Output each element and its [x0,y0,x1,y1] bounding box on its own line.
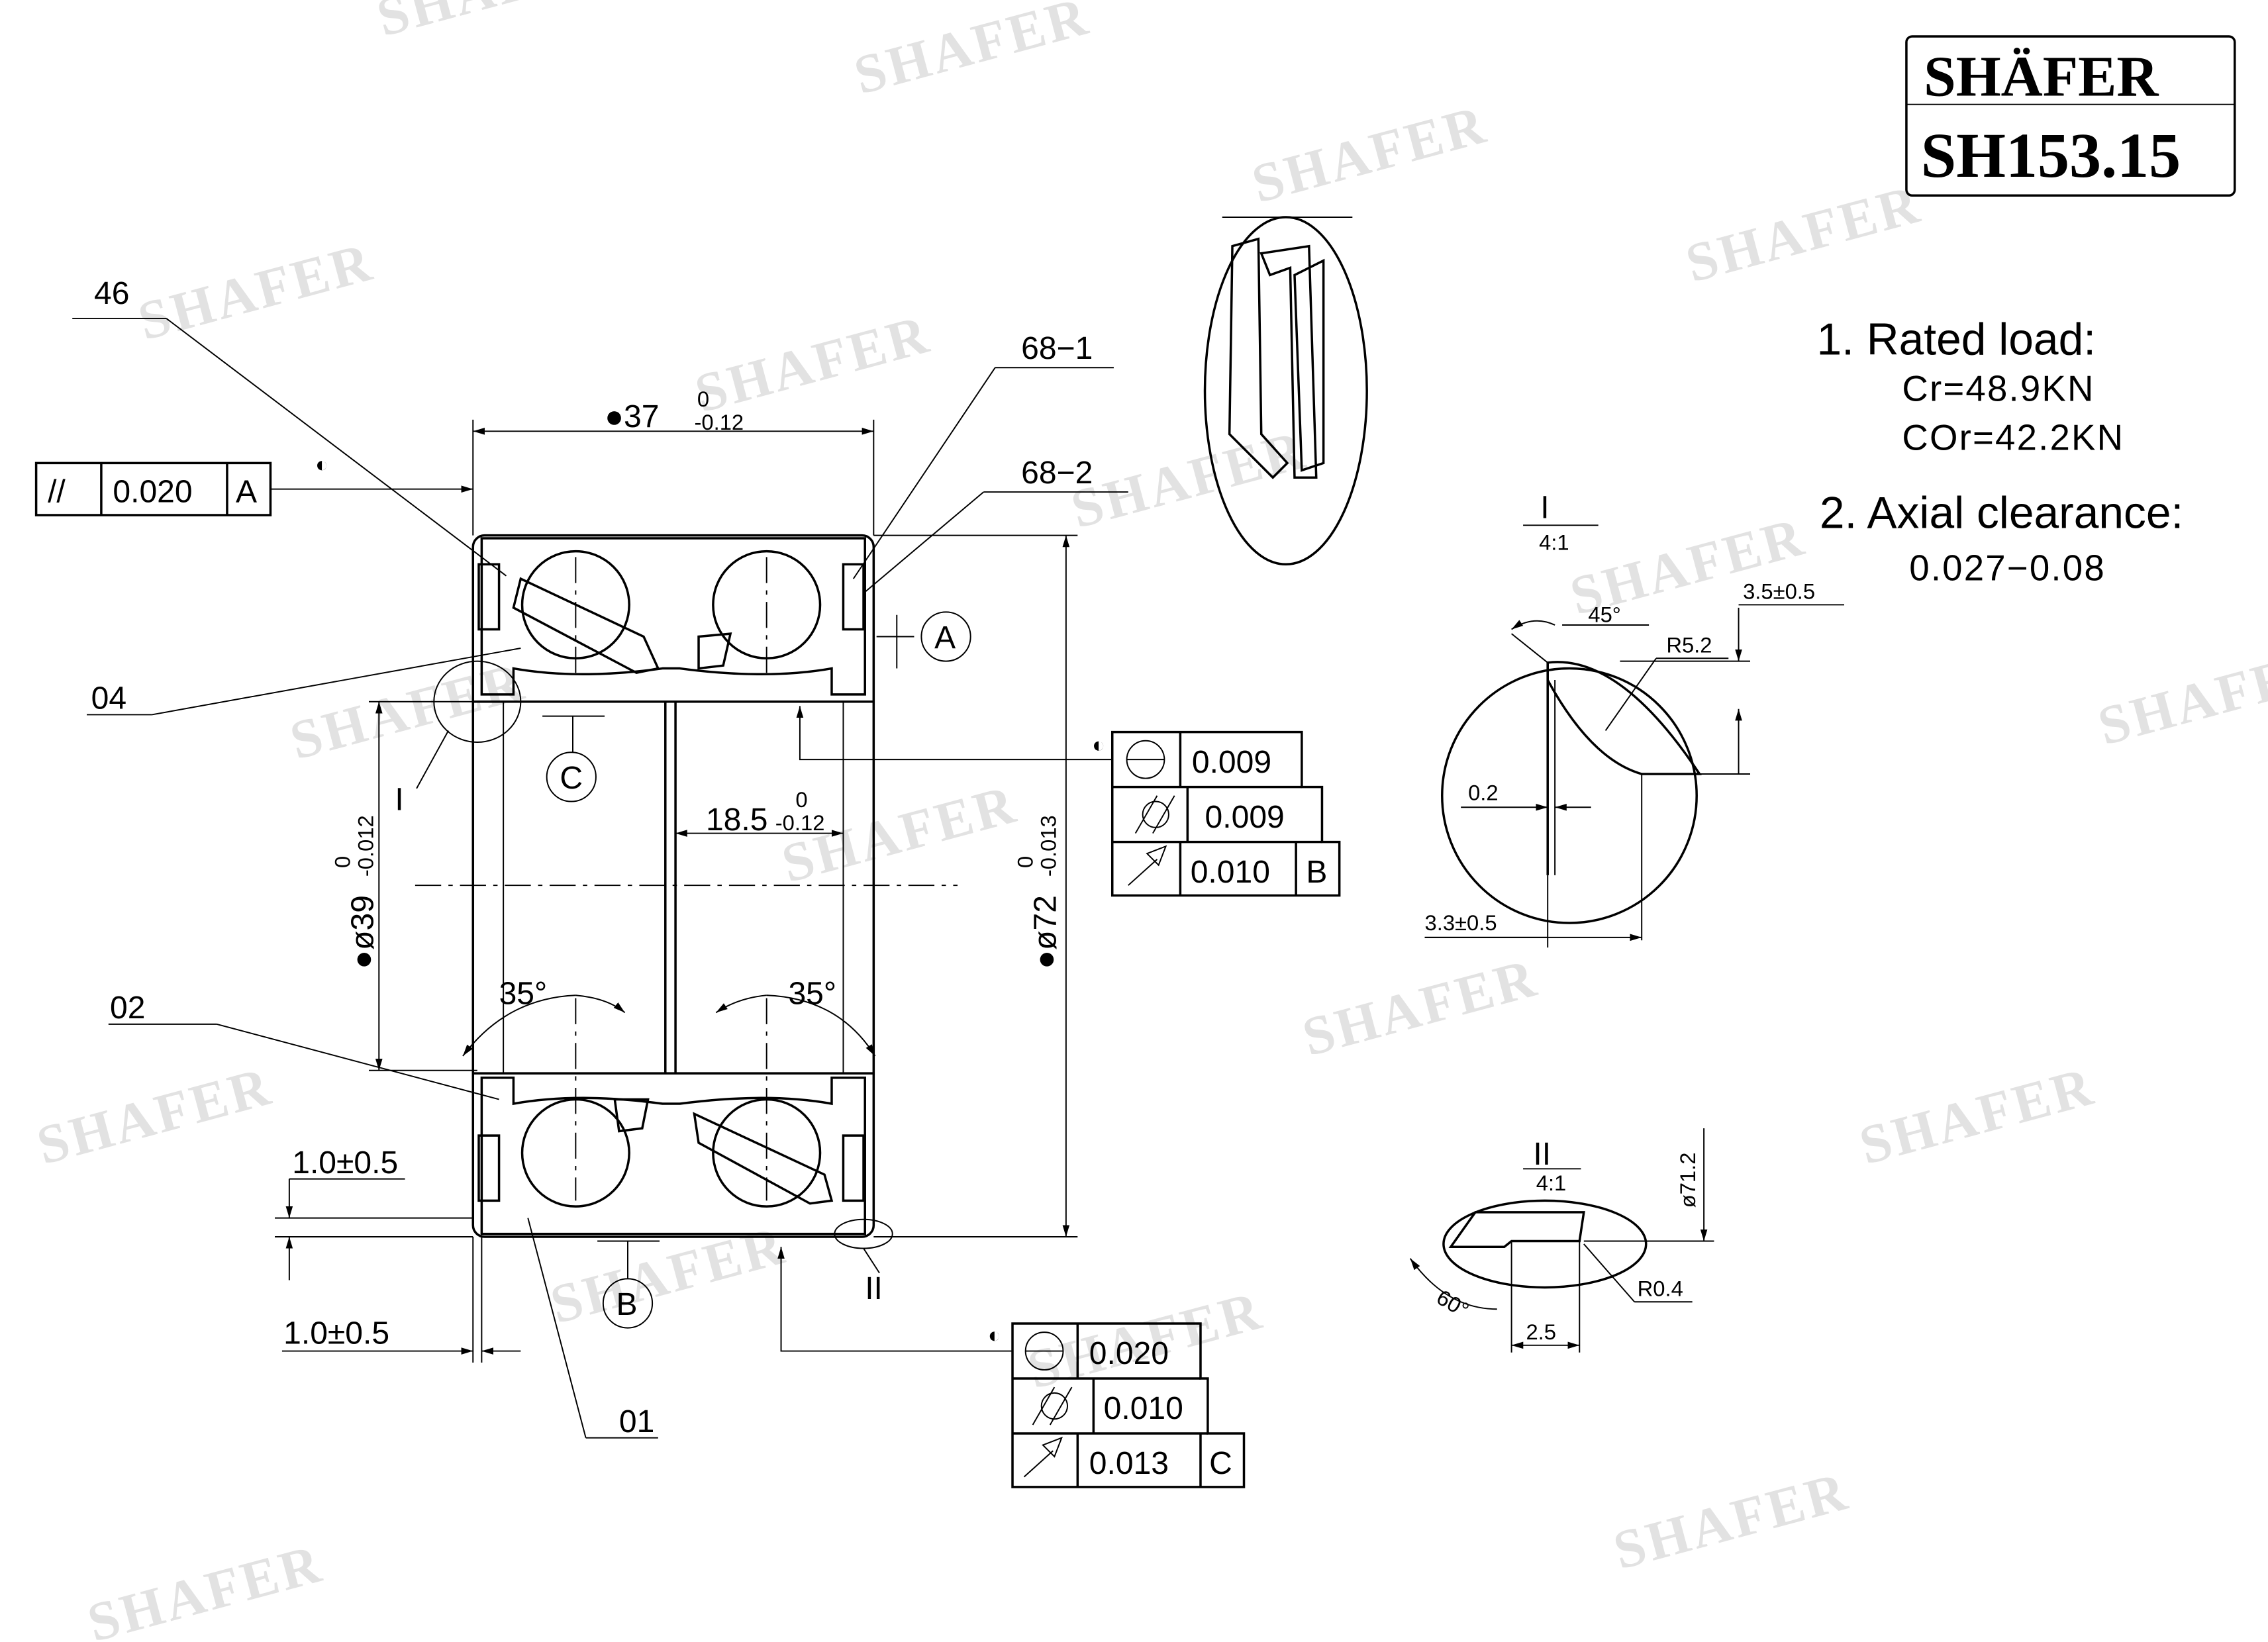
callout-68-2: 68−2 [1021,456,1093,491]
cylindricity-icon [1134,795,1175,834]
watermark: SHAFER [689,303,936,424]
watermark: SHAFER [1065,418,1312,540]
contact-angle-right: 35° [788,976,836,1011]
circularity-icon [1024,1331,1064,1371]
detail-II: II 4:1 ø71.2 R0.4 60° 2.5 [1409,1128,1714,1353]
view-II-label: II [865,1271,883,1306]
datum-C: C [560,761,583,796]
axial-clearance-value: 0.027−0.08 [1909,548,2106,588]
watermark: SHAFER [848,0,1096,106]
chamfer-dimensions: 1.0±0.5 1.0±0.5 [275,1145,521,1363]
axial-clearance-title: 2. Axial clearance: [1820,489,2183,538]
outer-value: ●ø72 [1028,895,1063,969]
callout-04: 04 [91,681,126,716]
chamfer-bottom-value: 1.0±0.5 [283,1316,389,1351]
callout-02: 02 [110,990,145,1026]
watermark: SHAFER [371,0,618,48]
callout-01: 01 [619,1404,654,1439]
outer-tol-upper: 0 [1013,856,1038,868]
tolerance-value: 0.009 [1192,745,1271,780]
bore-value: ●ø39 [346,895,381,969]
svg-text:◐: ◐ [315,452,328,476]
callout-68-1: 68−1 [1021,331,1093,366]
tolerance-datum: C [1209,1446,1232,1481]
runout-icon [1128,845,1167,886]
parallelism-icon: // [48,474,66,509]
chamfer-top-value: 1.0±0.5 [292,1145,398,1181]
logo-box: SHÄFER SH153.15 [1905,35,2236,197]
detail-II-title: II [1533,1137,1551,1172]
detail-I: I 4:1 3.5±0.5 45° R5.2 0.2 3.3±0.5 [1425,490,1844,948]
inner-width-tol-lower: -0.12 [775,810,825,835]
detail-I-scale: 4:1 [1539,530,1569,554]
bore-tol-upper: 0 [330,856,355,868]
callouts: 46 68−1 68−2 04 02 01 I II A C B [72,276,1128,1439]
detail-I-title: I [1540,490,1549,525]
tolerance-value: 0.009 [1205,800,1285,835]
brand-logo: SHÄFER [1924,44,2159,109]
view-I-label: I [395,783,403,818]
rated-load-cor: COr=42.2KN [1902,418,2124,458]
part-number: SH153.15 [1921,120,2181,191]
runout-icon [1023,1436,1063,1478]
watermark: SHAFER [1679,173,1927,294]
tolerance-value: 0.013 [1089,1446,1169,1481]
inner-width-dimension: 18.5 0 -0.12 [675,787,844,838]
tolerance-datum: A [236,474,257,509]
detail-II-angle: 60° [1432,1284,1473,1322]
tolerance-frame-right: 0.009 0.009 0.010 B ◐ [796,706,1341,897]
contact-angle-left: 35° [499,976,548,1011]
tolerance-frame-top: // 0.020 A ◐ [34,452,473,516]
callout-46: 46 [94,276,129,311]
width-value: ●37 [605,399,659,434]
specifications: 1. Rated load: Cr=48.9KN COr=42.2KN 2. A… [1816,315,2183,589]
bearing-section: 35° 35° [415,534,958,1238]
width-tol-upper: 0 [697,387,709,411]
detail-I-radius: R5.2 [1666,633,1712,657]
datum-A: A [934,620,956,655]
width-dimension: ●37 0 -0.12 [472,387,875,536]
watermark: SHAFER [1853,1055,2101,1176]
seal-detail [1203,216,1368,566]
detail-II-radius: R0.4 [1638,1277,1683,1301]
inner-width-value: 18.5 [706,802,768,838]
cylindricity-icon [1032,1386,1073,1425]
detail-I-width: 3.3±0.5 [1425,910,1497,935]
rated-load-title: 1. Rated load: [1816,315,2096,365]
tolerance-datum: B [1306,855,1327,890]
tolerance-value: 0.010 [1104,1391,1183,1426]
watermark: SHAFER [1297,947,1544,1068]
watermark: SHAFER [1246,93,1493,215]
bore-tol-lower: -0.012 [354,815,378,877]
watermark: SHAFER [2092,636,2268,757]
outer-dimension: ●ø72 0 -0.013 [873,534,1078,1237]
outer-tol-lower: -0.013 [1036,815,1061,877]
svg-text:◐: ◐ [1092,732,1105,757]
watermark: SHAFER [544,1214,792,1335]
width-tol-lower: -0.12 [694,410,744,434]
circularity-icon [1126,740,1165,779]
detail-I-gap: 0.2 [1468,780,1499,804]
watermark: SHAFER [81,1532,329,1642]
watermark: SHAFER [1607,1460,1855,1581]
rated-load-cr: Cr=48.9KN [1902,368,2095,409]
detail-II-width: 2.5 [1526,1320,1556,1344]
detail-II-scale: 4:1 [1536,1171,1567,1195]
tolerance-value: 0.020 [1089,1336,1169,1371]
detail-II-diameter: ø71.2 [1675,1153,1700,1208]
detail-I-height: 3.5±0.5 [1743,579,1815,604]
tolerance-frame-bottom: 0.020 0.010 0.013 C ◐ [777,1247,1246,1488]
watermark: SHAFER [30,1055,278,1176]
datum-B: B [616,1287,638,1322]
bore-dimension: ●ø39 0 -0.012 [330,700,521,1071]
detail-I-angle: 45° [1588,603,1621,627]
watermark: SHAFER [132,230,379,352]
inner-width-tol-upper: 0 [795,787,807,812]
svg-text:◐: ◐ [988,1322,1001,1347]
tolerance-value: 0.020 [113,474,192,509]
tolerance-value: 0.010 [1191,855,1270,890]
